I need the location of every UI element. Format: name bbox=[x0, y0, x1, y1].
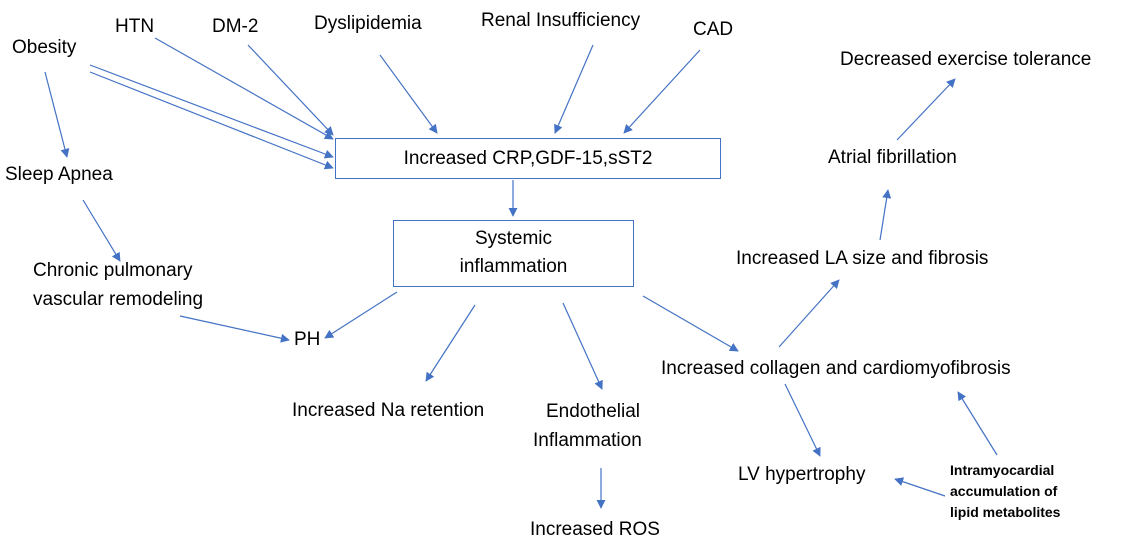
arrow-lipid-to-collagen bbox=[957, 391, 998, 456]
arrow-dm2-to-markers bbox=[247, 44, 334, 136]
node-systemic-line1: Systemic bbox=[474, 228, 553, 249]
arrow-systemic-to-collagen bbox=[642, 295, 739, 352]
node-endothelial-line1: Endothelial bbox=[546, 401, 641, 422]
arrow-cad-to-markers bbox=[623, 49, 701, 134]
node-ros: Increased ROS bbox=[530, 519, 660, 540]
arrow-renal-to-markers bbox=[554, 44, 594, 134]
node-markers-box: Increased CRP,GDF-15,sST2 bbox=[335, 138, 721, 179]
arrow-systemic-to-endothelial bbox=[562, 302, 603, 390]
arrow-obesity-to-markers-b bbox=[89, 71, 334, 170]
arrow-dyslipidemia-to-markers bbox=[379, 54, 438, 134]
arrow-systemic-to-na bbox=[425, 304, 476, 382]
node-la-size: Increased LA size and fibrosis bbox=[736, 248, 989, 269]
node-htn: HTN bbox=[115, 16, 155, 37]
arrow-obesity-to-sleep-apnea bbox=[44, 71, 70, 158]
node-lv-hypertrophy: LV hypertrophy bbox=[738, 464, 866, 485]
node-chronic-pulm-line2: vascular remodeling bbox=[33, 289, 204, 310]
node-cad: CAD bbox=[693, 19, 734, 40]
node-renal-insufficiency: Renal Insufficiency bbox=[481, 10, 641, 31]
arrow-obesity-to-markers-a bbox=[89, 64, 334, 159]
arrow-collagen-to-lv bbox=[784, 383, 821, 457]
node-systemic-box: Systemic inflammation bbox=[393, 220, 634, 287]
node-afib: Atrial fibrillation bbox=[828, 147, 957, 168]
node-systemic-line2: inflammation bbox=[459, 256, 568, 277]
arrow-sleep-apnea-to-chronic bbox=[82, 199, 121, 262]
arrow-collagen-to-la bbox=[778, 279, 840, 348]
node-lipid-line2: accumulation of bbox=[950, 483, 1058, 499]
arrow-la-to-afib bbox=[879, 189, 892, 241]
node-collagen: Increased collagen and cardiomyofibrosis bbox=[661, 358, 1011, 379]
node-exercise-tolerance: Decreased exercise tolerance bbox=[840, 49, 1092, 70]
node-obesity: Obesity bbox=[12, 37, 77, 58]
node-lipid-line3: lipid metabolites bbox=[950, 504, 1061, 520]
arrow-htn-to-markers bbox=[154, 37, 334, 140]
node-chronic-pulm-line1: Chronic pulmonary bbox=[33, 260, 193, 281]
node-ph: PH bbox=[294, 329, 321, 350]
arrow-chronic-to-ph bbox=[179, 315, 290, 343]
node-endothelial-line2: Inflammation bbox=[533, 430, 642, 451]
node-dm2: DM-2 bbox=[212, 16, 259, 37]
node-na-retention: Increased Na retention bbox=[292, 400, 485, 421]
arrow-lipid-to-lv bbox=[894, 477, 946, 497]
node-lipid-line1: Intramyocardial bbox=[950, 462, 1055, 478]
node-dyslipidemia: Dyslipidemia bbox=[314, 13, 422, 34]
arrow-afib-to-exercise bbox=[896, 78, 956, 141]
arrow-systemic-to-ph bbox=[324, 291, 398, 339]
node-sleep-apnea: Sleep Apnea bbox=[5, 164, 113, 185]
